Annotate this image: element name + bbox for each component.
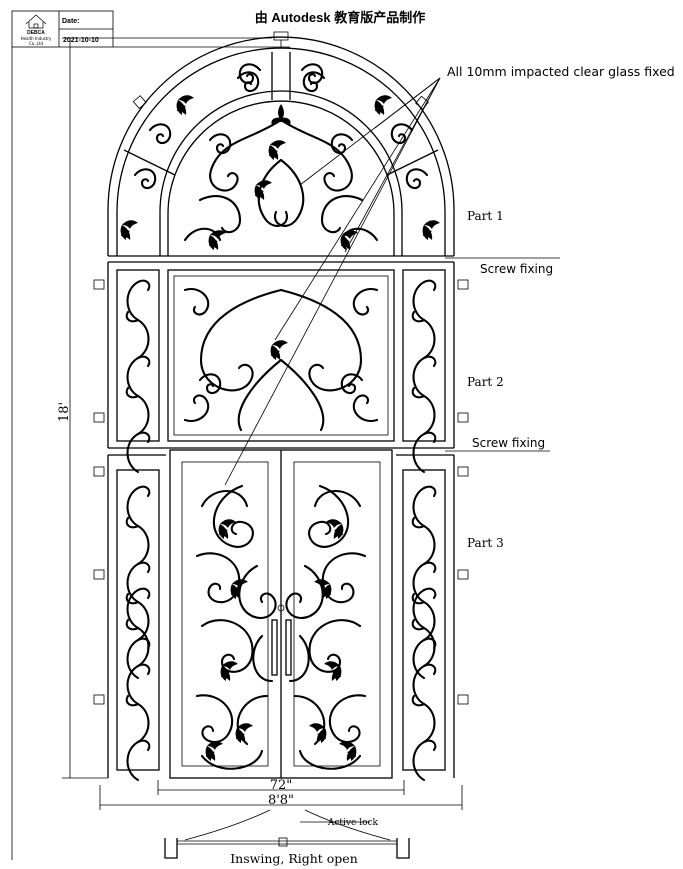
width-dimensions bbox=[99, 780, 463, 810]
logo-text: DEBCA bbox=[27, 30, 45, 36]
fleur-de-lis-icon bbox=[271, 104, 291, 126]
active-lock-label: Active lock bbox=[327, 818, 379, 828]
title-block: DEBCA Health Industry Co.,Ltd Date: 2021… bbox=[11, 10, 290, 860]
screw-fixing-label-1: Screw fixing bbox=[480, 262, 553, 276]
logo-caption-2: Co.,Ltd bbox=[29, 41, 44, 46]
handle-icon bbox=[271, 619, 292, 676]
watermark-text: 由 Autodesk 教育版产品制作 bbox=[255, 10, 425, 25]
swing-note: Inswing, Right open bbox=[230, 851, 358, 866]
door-width-label: 72" bbox=[270, 778, 293, 793]
total-width-label: 8'8" bbox=[268, 793, 294, 808]
house-logo-icon bbox=[25, 14, 47, 29]
part2-section bbox=[107, 262, 455, 474]
height-dimension bbox=[62, 37, 272, 779]
tympanum-ornament bbox=[183, 104, 379, 250]
logo-caption-1: Health Industry bbox=[21, 36, 52, 41]
mounting-tabs bbox=[93, 95, 469, 705]
plan-view bbox=[164, 809, 410, 859]
arch-frame bbox=[107, 31, 455, 256]
date-value: 2021-10-10 bbox=[63, 37, 99, 44]
part3-label: Part 3 bbox=[467, 536, 504, 550]
glass-leaders bbox=[224, 77, 441, 486]
part2-label: Part 2 bbox=[467, 375, 504, 389]
lock-icon bbox=[277, 604, 285, 612]
glass-note: All 10mm impacted clear glass fixed bbox=[447, 64, 675, 79]
part1-label: Part 1 bbox=[467, 209, 504, 223]
date-label: Date: bbox=[62, 18, 80, 25]
part3-section bbox=[107, 449, 455, 782]
screw-fixing-label-2: Screw fixing bbox=[472, 436, 545, 450]
height-label: 18' bbox=[57, 402, 72, 422]
